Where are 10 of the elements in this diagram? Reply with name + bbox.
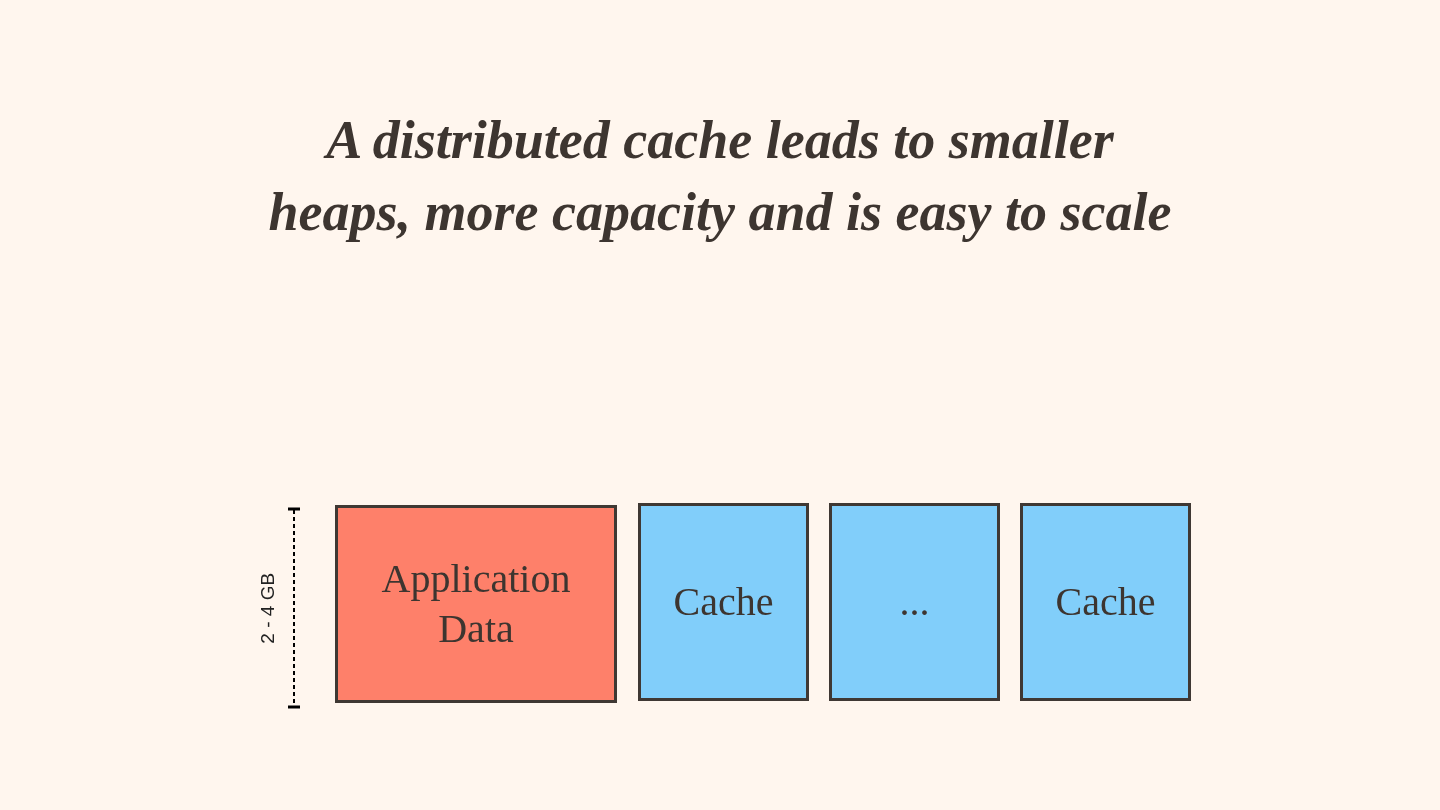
block-label: ... [899,578,930,626]
block-label: Application Data [380,555,572,653]
memory-block [335,505,617,703]
dimension-label: 2 - 4 GB [255,572,279,644]
memory-block [829,503,1000,701]
block-label: Cache [673,578,774,626]
memory-block [1020,503,1191,701]
title: A distributed cache leads to smaller heaps, more capacity and is easy to scale [267,109,1173,244]
memory-block [638,503,809,701]
block-label: Cache [1055,578,1156,626]
